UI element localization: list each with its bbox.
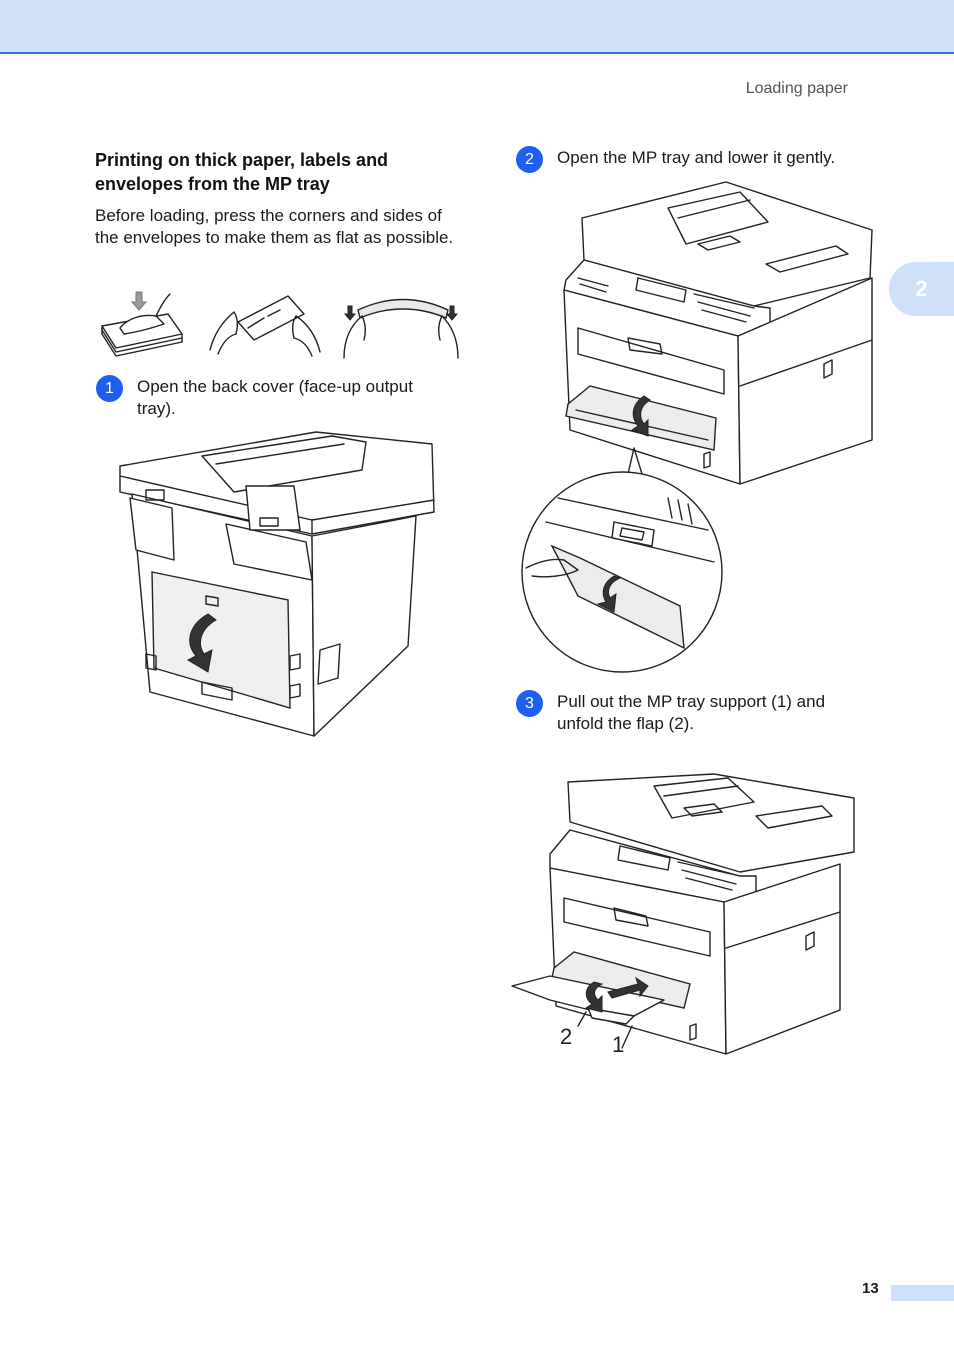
- step-3: 3 Pull out the MP tray support (1) and u…: [516, 690, 876, 735]
- envelope-prep-illustration: [98, 288, 460, 360]
- callout-support-label: 1: [612, 1032, 624, 1057]
- step-1-text: Open the back cover (face-up output tray…: [137, 377, 413, 418]
- chapter-tab-number: 2: [915, 276, 928, 301]
- step-2: 2 Open the MP tray and lower it gently.: [516, 146, 876, 173]
- envelope-bend-icon: [343, 298, 459, 359]
- chapter-tab[interactable]: 2: [889, 262, 954, 316]
- running-head: Loading paper: [745, 80, 848, 97]
- section-intro: Before loading, press the corners and si…: [95, 206, 454, 247]
- step-1-number: 1: [96, 375, 123, 402]
- envelope-corner-press-icon: [209, 295, 321, 357]
- step-1: 1 Open the back cover (face-up output tr…: [96, 375, 456, 420]
- step-2-text: Open the MP tray and lower it gently.: [557, 148, 836, 167]
- step-3-text: Pull out the MP tray support (1) and unf…: [557, 692, 826, 733]
- figure-back-cover: [116, 430, 438, 740]
- header-band: [0, 0, 954, 54]
- page-number-bar: [891, 1285, 954, 1301]
- envelope-stack-press-icon: [101, 291, 183, 357]
- figure-mp-tray-open: [518, 178, 878, 676]
- figure-mp-tray-support: 2 1: [504, 772, 862, 1062]
- callout-flap-label: 2: [560, 1024, 572, 1049]
- step-3-number: 3: [516, 690, 543, 717]
- step-2-number: 2: [516, 146, 543, 173]
- section-title: Printing on thick paper, labels and enve…: [95, 150, 389, 194]
- page-number: 13: [862, 1280, 879, 1297]
